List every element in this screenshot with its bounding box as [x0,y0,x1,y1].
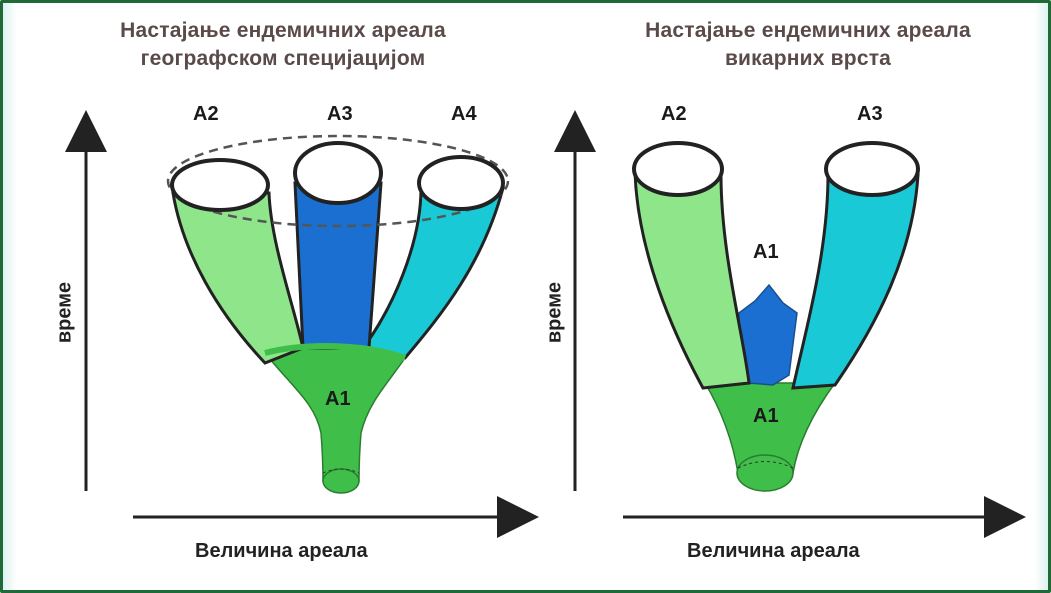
a3-branch [793,175,918,388]
a4-opening [419,157,503,209]
label-a2: A2 [661,103,687,126]
label-a1: A1 [325,388,351,411]
x-axis-label: Величина ареала [195,540,368,563]
right-diagram: Настајање ендемичних ареала викарних врс… [543,3,1051,593]
y-axis-label: време [544,273,567,353]
a2-opening [172,160,268,210]
label-a4: A4 [451,103,477,126]
a1-base-ellipse [737,455,793,491]
x-axis-label: Величина ареала [687,540,860,563]
a3-branch [295,183,381,348]
a2-opening [634,143,722,195]
left-tree-figure [3,3,543,593]
a1-trunk-region [265,347,405,481]
a3-opening [826,143,918,195]
label-a1-top: A1 [753,241,779,264]
a3-opening [295,143,381,203]
a1-base-ellipse [323,469,359,493]
label-a3: A3 [857,103,883,126]
label-a2: A2 [193,103,219,126]
a2-branch [173,193,303,363]
a4-branch [363,188,503,358]
label-a3: A3 [327,103,353,126]
label-a1-bottom: A1 [753,405,779,428]
y-axis-label: време [54,273,77,353]
right-tree-figure [543,3,1051,593]
a2-branch [635,173,749,388]
left-diagram: Настајање ендемичних ареала географском … [3,3,543,593]
